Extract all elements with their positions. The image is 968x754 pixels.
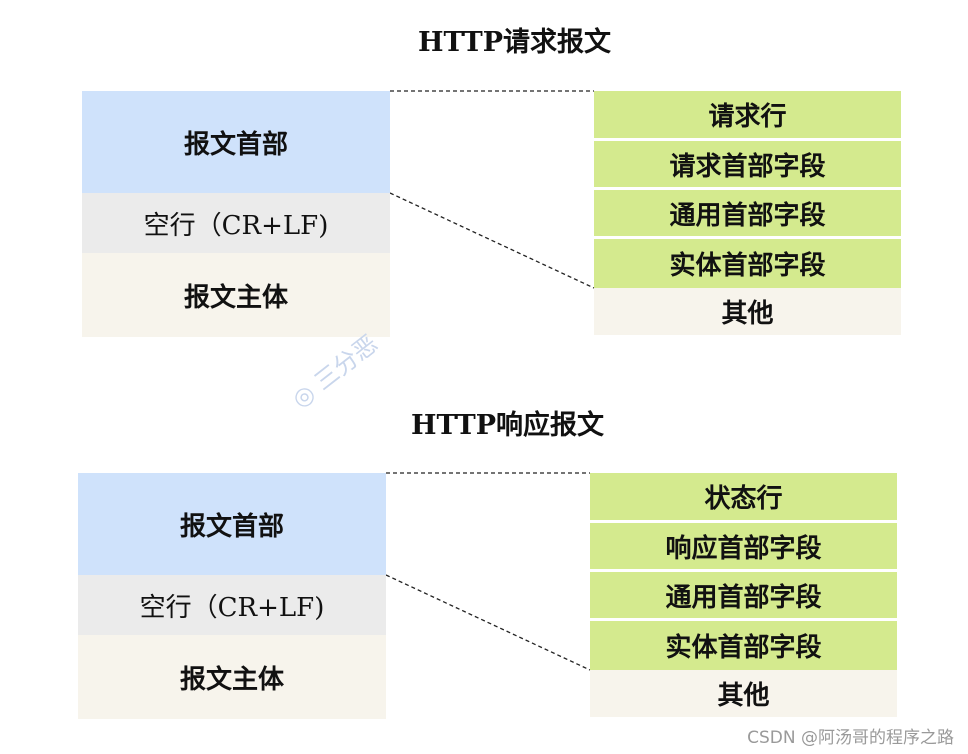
response-general-header-fields-row: 通用首部字段 bbox=[590, 572, 897, 621]
response-header-fields-row: 响应首部字段 bbox=[590, 523, 897, 572]
response-bottom-connector bbox=[385, 574, 591, 671]
request-line-row: 请求行 bbox=[594, 91, 901, 141]
response-title: HTTP响应报文 bbox=[411, 410, 605, 441]
general-header-fields-row: 通用首部字段 bbox=[594, 190, 901, 239]
request-bottom-connector bbox=[389, 192, 595, 289]
csdn-credit: CSDN @阿汤哥的程序之路 bbox=[747, 728, 954, 748]
response-header-block: 报文首部 bbox=[78, 473, 386, 575]
status-line-row: 状态行 bbox=[590, 473, 897, 523]
request-body-block: 报文主体 bbox=[82, 253, 390, 337]
response-other-fields-row: 其他 bbox=[590, 670, 897, 717]
request-blank-line-block: 空行（CR+LF) bbox=[82, 193, 390, 253]
other-fields-row: 其他 bbox=[594, 288, 901, 335]
request-title: HTTP请求报文 bbox=[418, 27, 612, 58]
response-body-block: 报文主体 bbox=[78, 635, 386, 719]
request-header-fields-row: 请求首部字段 bbox=[594, 141, 901, 190]
response-blank-line-block: 空行（CR+LF) bbox=[78, 575, 386, 635]
response-entity-header-fields-row: 实体首部字段 bbox=[590, 621, 897, 670]
request-header-block: 报文首部 bbox=[82, 91, 390, 193]
entity-header-fields-row: 实体首部字段 bbox=[594, 239, 901, 288]
